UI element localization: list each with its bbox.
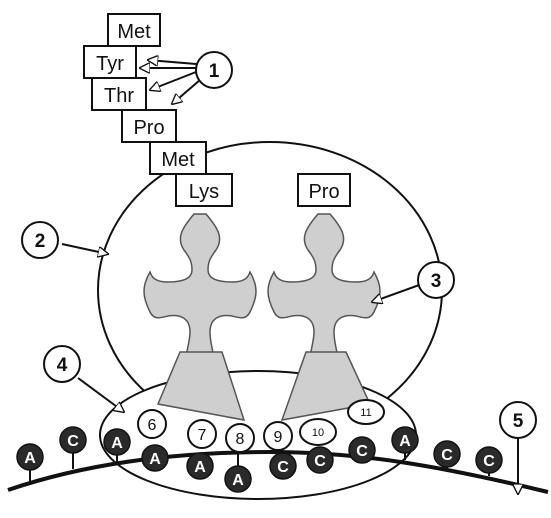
mrna-base-letter: A — [399, 433, 411, 450]
mrna-base: C — [434, 441, 460, 467]
mrna-base-letter: A — [24, 450, 36, 467]
amino-acid-label: Lys — [189, 181, 219, 203]
mrna-base: A — [104, 429, 130, 455]
mrna-base-letter: C — [356, 443, 368, 460]
mrna-base-letter: C — [441, 447, 453, 464]
amino-acid-label: Pro — [133, 117, 164, 139]
callout-number: 2 — [35, 231, 46, 252]
callout-5: 5 — [500, 402, 536, 438]
mrna-base-letter: C — [67, 433, 79, 450]
amino-acid-label-right: Pro — [308, 181, 339, 203]
mrna-base-letter: A — [111, 435, 123, 452]
callout-2: 2 — [22, 222, 58, 258]
codon-number: 9 — [274, 429, 283, 446]
callout-2-arrow — [62, 244, 108, 254]
callout-1: 1 — [196, 52, 232, 88]
codon-number: 10 — [312, 427, 324, 439]
codon-10: 10 — [300, 419, 336, 445]
trna-right-cloverleaf — [268, 214, 380, 367]
amino-acid-label: Met — [161, 149, 195, 171]
amino-acid-label: Met — [117, 21, 151, 43]
codon-number: 8 — [236, 431, 245, 448]
codon-number: 11 — [360, 407, 371, 419]
mrna-base: A — [187, 453, 213, 479]
codon-9: 9 — [264, 422, 292, 450]
codon-number: 6 — [148, 417, 157, 434]
callout-number: 3 — [431, 271, 442, 292]
mrna-base: C — [270, 453, 296, 479]
codon-number: 7 — [198, 427, 207, 444]
callout-number: 5 — [513, 411, 524, 432]
amino-acid-label: Thr — [104, 85, 134, 107]
mrna-base-letter: A — [194, 459, 206, 476]
callout-1-arrows — [140, 60, 200, 104]
codon-6: 6 — [138, 410, 166, 438]
mrna-base: C — [60, 427, 86, 453]
mrna-base-letter: A — [149, 451, 161, 468]
mrna-base: A — [17, 444, 43, 470]
trna-left-cloverleaf — [144, 214, 256, 367]
callout-number: 4 — [57, 355, 68, 376]
codon-8: 8 — [226, 424, 254, 452]
mrna-base: C — [307, 447, 333, 473]
codon-7: 7 — [188, 420, 216, 448]
callout-3: 3 — [418, 262, 454, 298]
callout-number: 1 — [209, 61, 220, 82]
mrna-base: A — [392, 427, 418, 453]
mrna-base-letter: A — [232, 472, 244, 489]
mrna-base: C — [349, 437, 375, 463]
mrna-base-letter: C — [277, 459, 289, 476]
callout-4-arrow — [78, 378, 124, 412]
mrna-base: A — [225, 466, 251, 492]
mrna-base-letter: C — [483, 453, 495, 470]
mrna-base: C — [476, 447, 502, 473]
callout-4: 4 — [44, 346, 80, 382]
codon-11: 11 — [348, 400, 384, 424]
mrna-base-letter: C — [314, 453, 326, 470]
mrna-base: A — [142, 445, 168, 471]
amino-acid-label: Tyr — [96, 53, 124, 75]
